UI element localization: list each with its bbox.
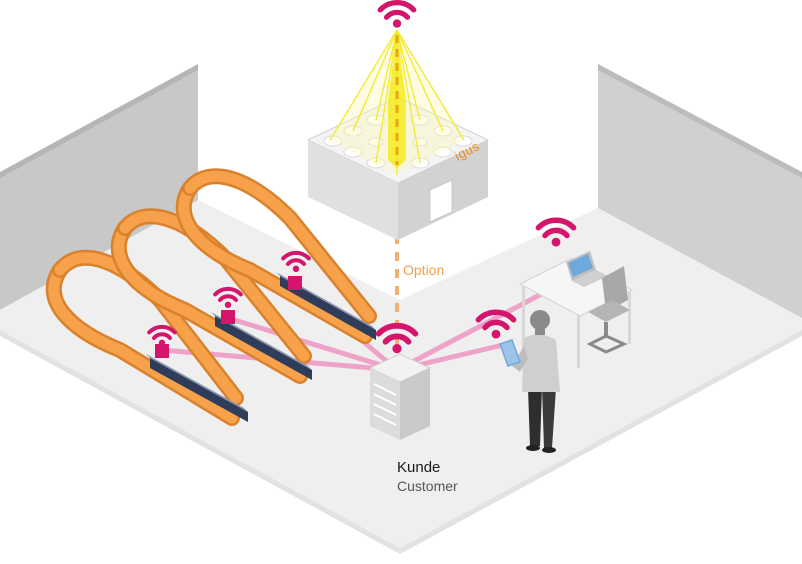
roof-holes [323,114,473,169]
signal-beam [329,29,465,175]
kunde-label: Kunde [397,459,441,476]
building-door [429,179,453,223]
desk-icon [518,257,634,368]
right-wall [598,67,802,318]
customer-label: Customer [397,478,458,494]
server-icon [368,353,432,440]
laptop-icon [566,251,608,287]
tablet-icon [499,339,521,367]
chair-icon [586,266,630,354]
left-wall [0,67,198,310]
sensor-icon [288,276,302,290]
person-icon [499,310,560,453]
sensor-icon [155,344,169,358]
option-label: Option [403,262,445,278]
energy-chain-3 [175,168,377,344]
sensor-icon [221,310,235,324]
energy-chain-icon [45,168,377,426]
wifi-icon [380,3,414,28]
right-wall-top [598,64,802,178]
left-wall-top [0,64,198,178]
